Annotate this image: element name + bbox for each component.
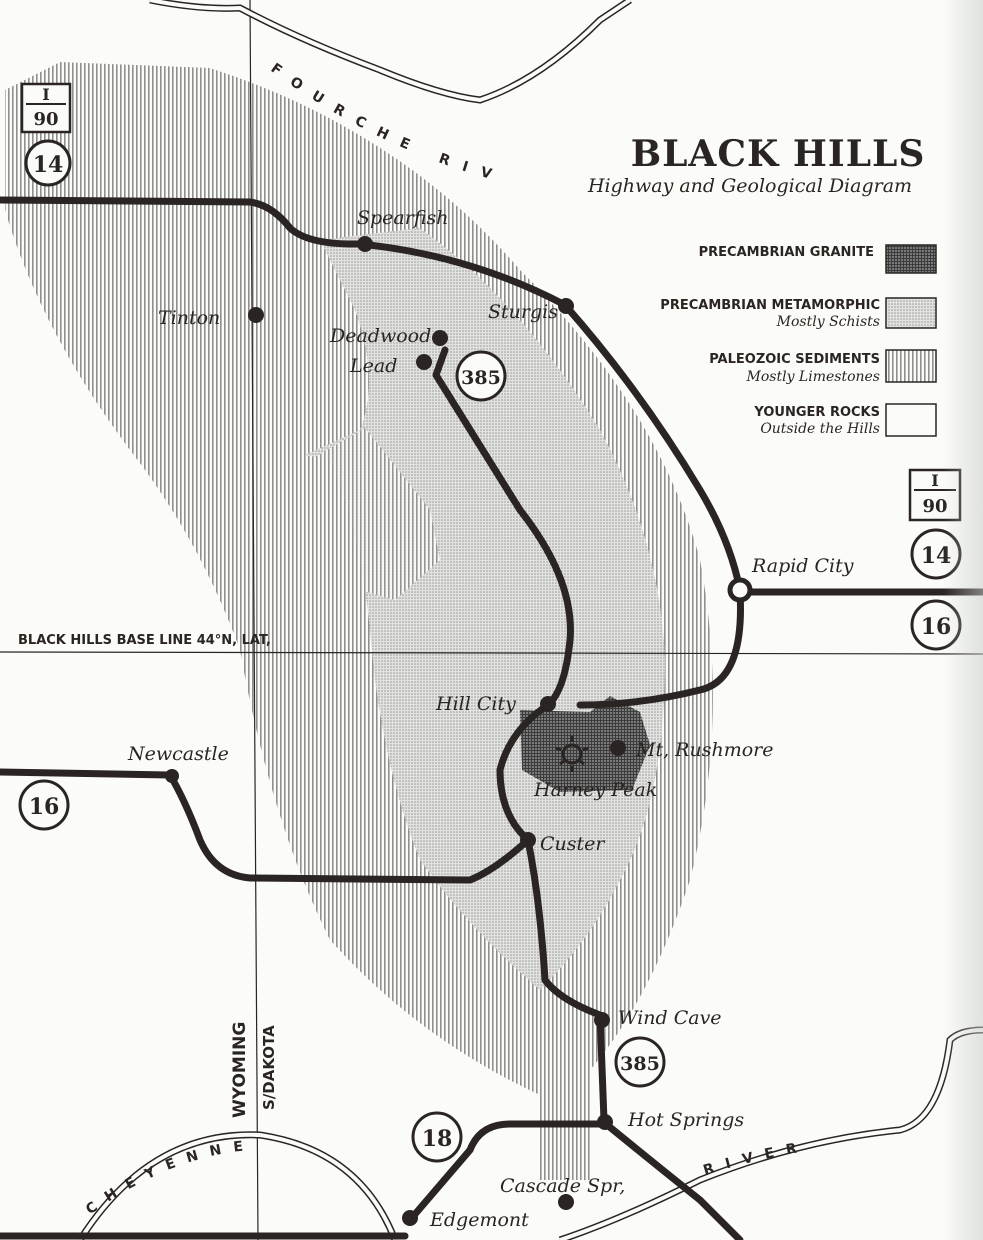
legend-label-granite: PRECAMBRIAN GRANITE (699, 245, 874, 260)
label-rapid-city: Rapid City (751, 555, 854, 577)
route-shield-385-south: 385 (614, 1036, 666, 1088)
svg-text:I: I (42, 85, 49, 104)
label-edgemont: Edgemont (429, 1209, 529, 1231)
svg-text:16: 16 (29, 794, 60, 820)
label-lead: Lead (349, 355, 397, 377)
label-hot-springs: Hot Springs (627, 1109, 744, 1131)
route-shield-385-north: 385 (455, 350, 507, 402)
route-shield-14-east: 14 (910, 528, 962, 580)
svg-text:I: I (931, 471, 938, 490)
legend-label-paleozoic: PALEOZOIC SEDIMENTS (709, 352, 880, 367)
route-shield-18: 18 (411, 1111, 463, 1163)
legend-label-metamorphic: PRECAMBRIAN METAMORPHIC (660, 298, 880, 313)
legend-sub-younger: Outside the Hills (760, 421, 880, 437)
interstate-shield-nw: I 90 (20, 82, 72, 134)
mt-rushmore-dot (610, 740, 626, 756)
label-harney-peak: Harney Peak (533, 779, 657, 801)
label-newcastle: Newcastle (127, 743, 229, 765)
custer-dot (520, 832, 536, 848)
svg-text:90: 90 (922, 496, 947, 517)
route-shield-16-east: 16 (910, 599, 962, 651)
precambrian-metamorphic-area (305, 228, 665, 990)
route-shield-16-west: 16 (18, 779, 70, 831)
legend-label-younger: YOUNGER ROCKS (753, 405, 880, 420)
legend-swatch-metamorphic (885, 297, 937, 329)
sr385-highway (432, 346, 608, 1124)
label-spearfish: Spearfish (357, 207, 449, 229)
hill-city-dot (540, 696, 556, 712)
state-label-sdakota: S/DAKOTA (260, 1025, 278, 1110)
label-cascade-spr: Cascade Spr, (500, 1175, 625, 1197)
i90-highway (0, 196, 744, 594)
svg-text:16: 16 (921, 614, 952, 640)
legend: PRECAMBRIAN GRANITE PRECAMBRIAN METAMORP… (660, 244, 937, 437)
svg-text:14: 14 (921, 543, 952, 569)
newcastle-dot (165, 769, 179, 783)
svg-text:90: 90 (33, 109, 58, 130)
state-line (249, 0, 259, 1240)
deadwood-dot (432, 330, 448, 346)
label-wind-cave: Wind Cave (618, 1007, 722, 1029)
legend-sub-metamorphic: Mostly Schists (776, 314, 880, 330)
map-title: BLACK HILLS (631, 133, 926, 175)
base-line (0, 651, 983, 655)
state-label-wyoming: WYOMING (230, 1022, 250, 1118)
river-label-cheyenne: CHEYENNE (83, 1137, 256, 1218)
spearfish-dot (357, 236, 373, 252)
legend-swatch-paleozoic (885, 349, 937, 383)
label-hill-city: Hill City (435, 693, 516, 715)
highways (0, 196, 983, 1240)
label-mt-rushmore: Mt, Rushmore (635, 739, 773, 761)
us16-highway-rushmore (576, 588, 744, 709)
fourche-river (149, 0, 632, 104)
tinton-dot (248, 307, 264, 323)
route-shield-14-nw: 14 (24, 139, 72, 187)
wind-cave-dot (594, 1012, 610, 1028)
precambrian-granite-area (520, 696, 650, 792)
hot-springs-dot (597, 1114, 613, 1130)
label-custer: Custer (540, 833, 606, 855)
label-deadwood: Deadwood (329, 325, 431, 347)
rapid-city-dot (727, 577, 753, 603)
lead-dot (416, 354, 432, 370)
cascade-spr-dot (558, 1194, 574, 1210)
legend-swatch-granite (885, 244, 937, 274)
svg-text:385: 385 (620, 1053, 660, 1075)
city-markers (165, 236, 626, 1226)
svg-text:385: 385 (461, 367, 501, 389)
legend-sub-paleozoic: Mostly Limestones (746, 369, 880, 385)
svg-text:14: 14 (33, 152, 64, 178)
interstate-shield-east: I 90 (908, 468, 962, 522)
inner-sediment-strip (310, 428, 440, 600)
us16-west-highway (0, 768, 532, 884)
svg-text:18: 18 (422, 1126, 453, 1152)
edgemont-dot (402, 1210, 418, 1226)
legend-swatch-younger (885, 403, 937, 437)
sturgis-dot (558, 298, 574, 314)
label-tinton: Tinton (158, 307, 220, 329)
base-line-label: BLACK HILLS BASE LINE 44°N, LAT, (18, 633, 271, 648)
map-subtitle: Highway and Geological Diagram (587, 175, 912, 197)
city-labels: Spearfish Sturgis Tinton Deadwood Lead R… (127, 207, 854, 1231)
harney-peak-icon (555, 736, 589, 772)
label-sturgis: Sturgis (488, 301, 558, 323)
river-label-river: RIVER (701, 1139, 809, 1179)
